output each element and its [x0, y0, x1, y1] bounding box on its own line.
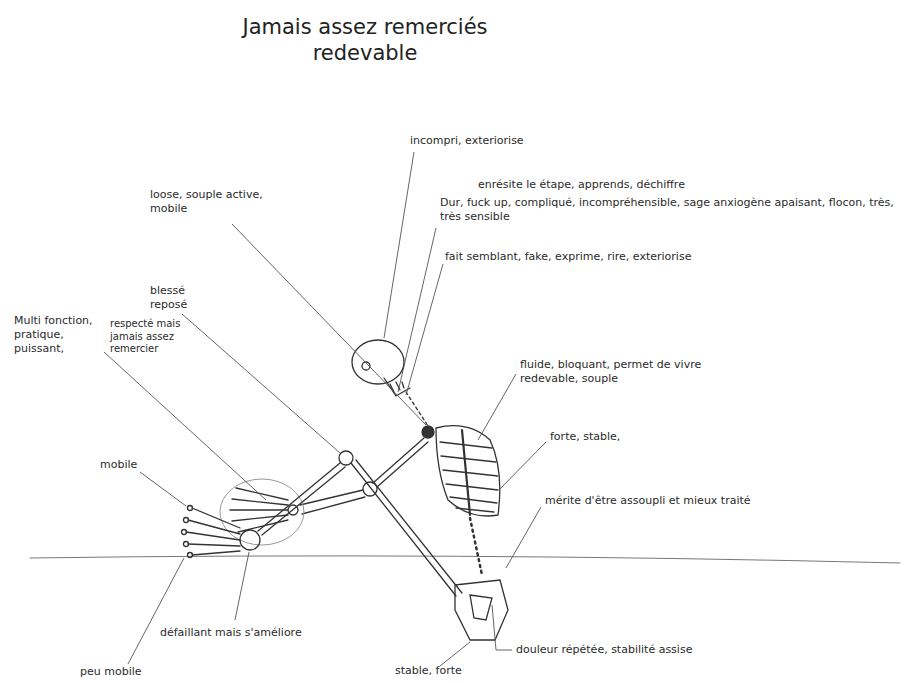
- annotation-label: respecté mais jamais assez remercier: [110, 318, 210, 356]
- annotation-label: blessé reposé: [150, 284, 212, 312]
- annotation-label: fait semblant, fake, exprime, rire, exte…: [445, 250, 775, 264]
- annotation-label: douleur répétée, stabilité assise: [516, 643, 776, 657]
- annotation-label: loose, souple active, mobile: [150, 188, 290, 216]
- annotation-label: forte, stable,: [550, 430, 710, 444]
- annotation-label: défaillant mais s'améliore: [160, 626, 380, 640]
- annotation-label: fluide, bloquant, permet de vivre redeva…: [520, 358, 750, 386]
- annotation-label: peu mobile: [80, 665, 180, 679]
- annotation-label: stable, forte: [395, 664, 515, 678]
- annotation-label: Dur, fuck up, compliqué, incompréhensibl…: [440, 196, 910, 224]
- annotation-label: mérite d'être assoupli et mieux traité: [545, 494, 775, 508]
- annotation-label: incompri, exteriorise: [410, 134, 610, 148]
- annotation-label: mobile: [100, 458, 180, 472]
- annotation-label: Multi fonction, pratique, puissant,: [14, 314, 106, 355]
- title: Jamais assez remerciés redevable: [200, 14, 530, 67]
- annotation-label: enrésite le étape, apprends, déchiffre: [478, 178, 808, 192]
